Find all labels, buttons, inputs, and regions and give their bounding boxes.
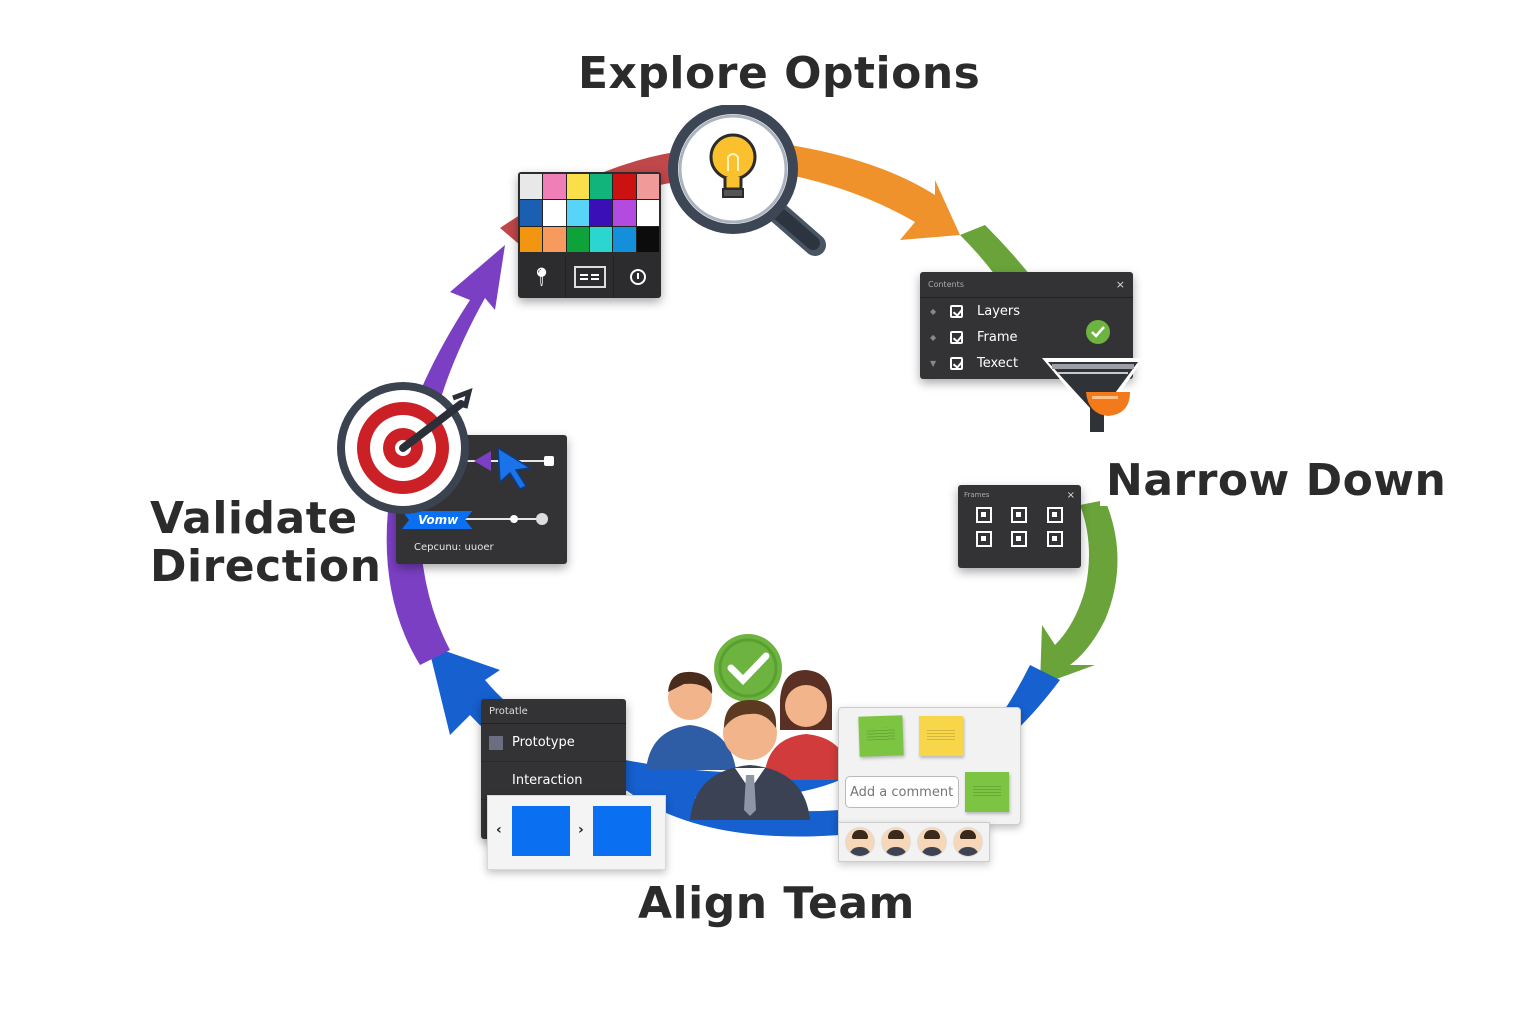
validate-tag: Vomw bbox=[402, 511, 473, 529]
carousel-next-button[interactable]: › bbox=[578, 822, 584, 838]
swatch[interactable] bbox=[636, 200, 659, 226]
checkbox-checked[interactable] bbox=[950, 356, 963, 370]
swatch[interactable] bbox=[543, 226, 566, 252]
avatar[interactable] bbox=[953, 827, 983, 857]
sticky-note-green[interactable] bbox=[965, 772, 1009, 812]
layer-row[interactable]: ◆ Layers bbox=[920, 298, 1133, 324]
color-palette-panel: 📍︎ bbox=[518, 172, 661, 298]
interaction-label: Interaction bbox=[512, 773, 583, 788]
arrow-segment-green-upper bbox=[960, 225, 1030, 275]
team-icon bbox=[646, 634, 850, 820]
carousel-slide[interactable] bbox=[512, 806, 570, 856]
swatch[interactable] bbox=[543, 174, 566, 200]
collaborator-avatars bbox=[838, 822, 990, 862]
swatch[interactable] bbox=[613, 226, 636, 252]
avatar[interactable] bbox=[881, 827, 911, 857]
validate-footer: Cepcunu: uuoer bbox=[414, 542, 494, 553]
prototype-row[interactable]: Prototype bbox=[481, 724, 626, 762]
validate-title-line1: Validate bbox=[150, 493, 358, 544]
prototype-panel-header: Protatle bbox=[481, 699, 626, 724]
swatch[interactable] bbox=[590, 226, 613, 252]
frame-icon[interactable] bbox=[1011, 507, 1028, 523]
carousel-slide[interactable] bbox=[593, 806, 651, 856]
layout-icon[interactable] bbox=[566, 256, 614, 298]
swatch[interactable] bbox=[590, 174, 613, 200]
swatch[interactable] bbox=[566, 200, 589, 226]
frame-icon[interactable] bbox=[975, 507, 992, 523]
validate-title-line2: Direction bbox=[150, 541, 382, 592]
swatch[interactable] bbox=[566, 174, 589, 200]
swatch[interactable] bbox=[520, 174, 543, 200]
align-team-title: Align Team bbox=[638, 878, 915, 929]
cursor-icon bbox=[497, 446, 533, 490]
layers-panel-header: Contents × bbox=[920, 272, 1133, 298]
layer-row[interactable]: ▼ Texect bbox=[920, 350, 1133, 376]
swatch[interactable] bbox=[566, 226, 589, 252]
layers-panel-title: Contents bbox=[928, 280, 964, 289]
carousel-prev-button[interactable]: ‹ bbox=[496, 822, 502, 838]
frame-icon[interactable] bbox=[1047, 507, 1064, 523]
pin-icon[interactable]: 📍︎ bbox=[518, 256, 566, 298]
frames-panel: Frames × bbox=[958, 485, 1081, 568]
swatch[interactable] bbox=[590, 200, 613, 226]
frames-panel-title: Frames bbox=[964, 491, 990, 499]
close-icon[interactable]: × bbox=[1066, 489, 1075, 501]
frame-icon[interactable] bbox=[1047, 531, 1064, 547]
frames-panel-header: Frames × bbox=[958, 485, 1081, 505]
explore-options-title: Explore Options bbox=[578, 48, 981, 99]
validate-direction-title: Validate Direction bbox=[150, 493, 382, 592]
check-icon bbox=[1086, 320, 1110, 344]
checkbox-checked[interactable] bbox=[950, 330, 963, 344]
arrow-segment-orange bbox=[790, 145, 960, 240]
layer-label: Layers bbox=[977, 303, 1021, 319]
narrow-down-title: Narrow Down bbox=[1100, 455, 1453, 506]
swatch[interactable] bbox=[613, 200, 636, 226]
frame-icon-grid bbox=[958, 505, 1081, 549]
prototype-label: Prototype bbox=[512, 735, 575, 750]
arrow-segment-green bbox=[1040, 500, 1118, 685]
layer-label: Frame bbox=[977, 329, 1018, 345]
frame-icon[interactable] bbox=[975, 531, 992, 547]
comment-input[interactable] bbox=[845, 776, 959, 808]
comment-panel bbox=[838, 707, 1021, 825]
swatch[interactable] bbox=[520, 200, 543, 226]
sticky-note-yellow[interactable] bbox=[919, 716, 963, 756]
avatar[interactable] bbox=[845, 827, 875, 857]
color-swatches bbox=[520, 174, 659, 252]
palette-toolbar: 📍︎ bbox=[518, 256, 661, 298]
sticky-note-green[interactable] bbox=[858, 715, 904, 757]
swatch[interactable] bbox=[636, 226, 659, 252]
swatch[interactable] bbox=[636, 174, 659, 200]
swatch[interactable] bbox=[520, 226, 543, 252]
layer-label: Texect bbox=[977, 355, 1019, 371]
funnel-icon bbox=[1042, 358, 1144, 436]
layer-row[interactable]: ◆ Frame bbox=[920, 324, 1133, 350]
frame-icon[interactable] bbox=[1011, 531, 1028, 547]
close-icon[interactable]: × bbox=[1115, 278, 1125, 291]
prototype-swatch bbox=[489, 735, 503, 750]
avatar[interactable] bbox=[917, 827, 947, 857]
checkbox-checked[interactable] bbox=[950, 304, 963, 318]
expand-icon[interactable]: ◆ bbox=[930, 306, 937, 316]
target-icon bbox=[337, 382, 473, 514]
expand-icon[interactable]: ▼ bbox=[930, 358, 937, 368]
swatch[interactable] bbox=[613, 174, 636, 200]
clock-icon[interactable] bbox=[614, 256, 661, 298]
expand-icon[interactable]: ◆ bbox=[930, 332, 937, 342]
carousel-preview: ‹ › bbox=[487, 795, 666, 870]
lightbulb-magnifier-icon bbox=[668, 105, 826, 256]
swatch[interactable] bbox=[543, 200, 566, 226]
